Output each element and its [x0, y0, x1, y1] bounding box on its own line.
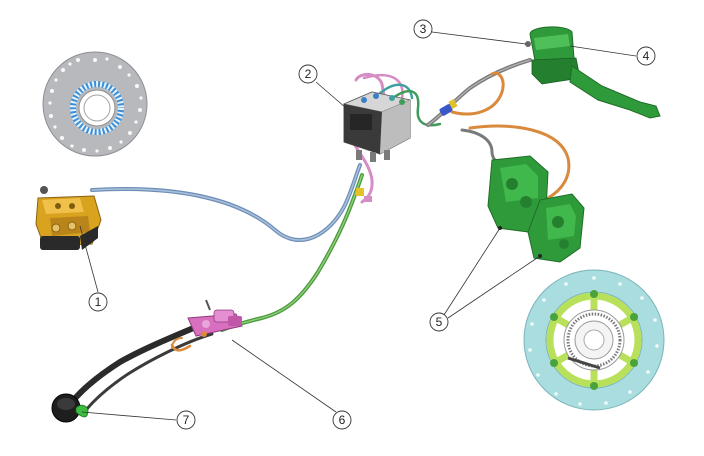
rear-brake-caliper: [35, 186, 102, 250]
leader-lines: [79, 31, 637, 421]
rear-master-hose: [220, 173, 364, 332]
leader-2: [315, 81, 347, 109]
leader-6: [231, 339, 337, 413]
rear-master-cylinder: [187, 299, 243, 337]
leader-1: [79, 225, 99, 293]
callout-6-label: 6: [339, 413, 346, 427]
leader-3: [431, 31, 527, 45]
front-brake-disc: [523, 269, 665, 411]
callout-5: 5: [429, 312, 449, 332]
callout-3-label: 3: [420, 22, 427, 36]
callout-4-label: 4: [643, 49, 650, 63]
leader-7: [81, 411, 177, 421]
reservoir-hose: [69, 317, 215, 405]
rear-brake-disc: [42, 51, 148, 157]
brake-lever: [569, 65, 661, 119]
callout-5-label: 5: [436, 315, 443, 329]
abs-unit: [342, 91, 412, 162]
front-master-cylinder: [525, 26, 661, 119]
leader-4: [569, 45, 637, 57]
front-caliper-hose-a: [450, 71, 505, 116]
callout-2-label: 2: [305, 67, 312, 81]
rear-reservoir: [51, 393, 89, 423]
callout-2: 2: [298, 64, 318, 84]
hose-connectors: [356, 99, 458, 202]
front-brake-calipers: [487, 155, 585, 263]
callout-6: 6: [332, 410, 352, 430]
callout-1-label: 1: [95, 295, 102, 309]
callout-4: 4: [636, 46, 656, 66]
callout-7: 7: [176, 410, 196, 430]
callout-1: 1: [88, 292, 108, 312]
leader-5b: [447, 255, 541, 319]
callout-3: 3: [413, 19, 433, 39]
callout-7-label: 7: [183, 413, 190, 427]
front-caliper-hose-c: [468, 124, 571, 200]
leader-5a: [441, 227, 501, 319]
